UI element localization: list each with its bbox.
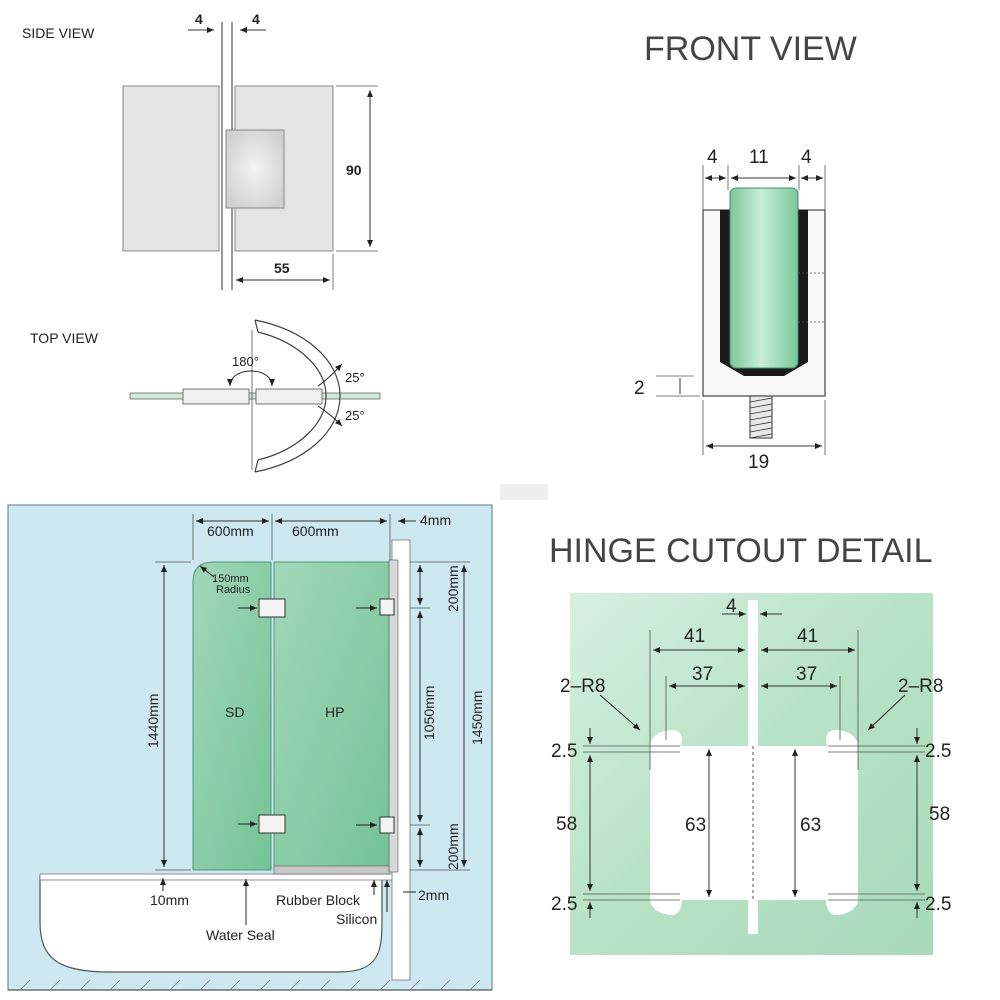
width-left: 600mm: [207, 523, 254, 539]
bottom-gap: 10mm: [150, 892, 189, 908]
rubber-block-label: Rubber Block: [276, 892, 361, 908]
panel-label-sd: SD: [225, 704, 244, 720]
height-mid: 1050mm: [421, 686, 437, 740]
cutout-58-left: 58: [556, 814, 577, 835]
cutout-right: [758, 746, 840, 900]
height-total: 1450mm: [469, 691, 485, 745]
glass-strip: [129, 392, 381, 400]
top-view-title: TOP VIEW: [30, 330, 99, 346]
rotation-arrow: [227, 370, 275, 387]
front-view-title: FRONT VIEW: [644, 30, 857, 68]
side-height: 90: [346, 162, 362, 178]
gap-top: 4mm: [420, 512, 451, 528]
tub-rim: [39, 873, 401, 881]
radius-label: Radius: [216, 584, 251, 596]
front-view: FRONT VIEW 4 11 4 2: [634, 30, 857, 473]
rubber-gasket: [720, 210, 808, 376]
side-dim-right: 4: [252, 11, 260, 27]
cutout-63-left: 63: [685, 815, 706, 836]
hinge-wall-top: [379, 598, 395, 616]
cutout-37-left: 37: [692, 664, 713, 685]
set-screw: [749, 395, 773, 439]
cutout-41-right: 41: [797, 626, 818, 647]
cutout-25-tl: 2.5: [551, 741, 577, 762]
glass-panel-sd: [192, 561, 272, 871]
radius-arrow-right: [867, 694, 906, 731]
swing-arc-outer: [254, 319, 341, 473]
silicon-label: Silicon: [336, 911, 377, 927]
cutout-41-left: 41: [684, 626, 705, 647]
glass-panel-hp: [273, 561, 390, 871]
top-offset: 200mm: [445, 565, 461, 612]
arc-end: [254, 459, 259, 473]
top-angle-main: 180°: [232, 354, 259, 369]
cutout-58-right: 58: [929, 804, 950, 825]
hinge-panel-top: [258, 598, 286, 618]
front-dim-right: 4: [801, 147, 812, 168]
side-width: 55: [274, 260, 290, 276]
hinge-body: [225, 129, 285, 209]
top-angle-down: 25°: [345, 408, 365, 423]
panel-label-hp: HP: [325, 704, 344, 720]
rubber-block: [273, 865, 390, 875]
radius-arrow-left: [599, 694, 641, 731]
water-seal: Water Seal: [206, 927, 275, 943]
bottom-offset: 200mm: [445, 823, 461, 870]
bathtub: [39, 876, 383, 973]
side-view-title: SIDE VIEW: [22, 25, 95, 41]
hinge-plate-left: [122, 85, 220, 252]
hinge-cutout-title: HINGE CUTOUT DETAIL: [549, 532, 933, 570]
front-dim-width: 19: [748, 452, 769, 473]
gap-bottom: 2mm: [418, 887, 449, 903]
corner-block: [500, 484, 548, 500]
cutout-25-bl: 2.5: [551, 894, 577, 915]
width-right: 600mm: [292, 523, 339, 539]
radius-arrow: [199, 565, 215, 578]
top-angle-up: 25°: [345, 370, 365, 385]
arc-end: [254, 319, 259, 333]
hinge-cutout-detail: HINGE CUTOUT DETAIL 4 41 41 37 37 2–R8 2…: [549, 532, 951, 955]
hinge-top-right: [255, 388, 323, 405]
angle-arrow-up: [317, 363, 343, 387]
hinge-top-left: [182, 388, 250, 405]
cutout-25-tr: 2.5: [925, 741, 951, 762]
cutout-25-br: 2.5: [925, 894, 951, 915]
glass-section: [729, 187, 799, 369]
height-left: 1440mm: [145, 694, 161, 748]
cutout-left: [666, 746, 748, 900]
cutout-gap: 4: [726, 596, 737, 617]
radius-value: 150mm: [212, 573, 249, 585]
cutout-63-right: 63: [800, 815, 821, 836]
top-view: TOP VIEW 180° 25° 25°: [30, 319, 381, 473]
front-dim-base: 2: [634, 378, 645, 399]
cutout-radius-right: 2–R8: [898, 676, 943, 697]
hinge-wall-bottom: [379, 816, 395, 834]
screw-thread: [749, 397, 773, 439]
front-dim-left: 4: [707, 147, 718, 168]
angle-arrow-down: [317, 405, 343, 427]
side-dim-left: 4: [195, 11, 203, 27]
cutout-37-right: 37: [796, 664, 817, 685]
swing-arc-inner: [257, 331, 327, 461]
installation-view: 600mm 600mm 4mm 150mm Radius SD HP 1440m…: [7, 484, 548, 991]
side-view: SIDE VIEW 4 4 90 55: [22, 11, 378, 290]
front-dim-mid: 11: [749, 147, 769, 168]
hinge-panel-bottom: [258, 814, 286, 834]
floor-hatch: [19, 979, 481, 991]
cutout-radius-left: 2–R8: [560, 676, 605, 697]
